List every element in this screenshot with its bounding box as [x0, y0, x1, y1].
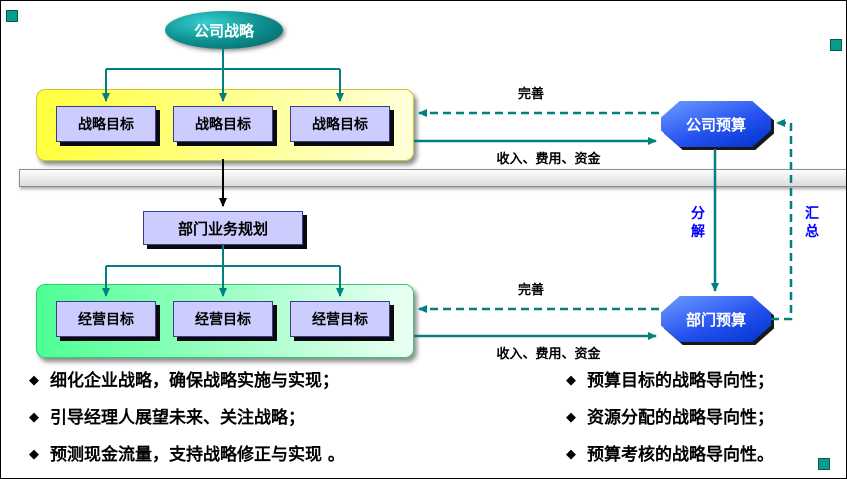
label-revenue-bottom: 收入、费用、资金 — [496, 347, 601, 362]
bullet-text: 资源分配的战略导向性； — [587, 408, 774, 428]
decoration-square-right — [830, 39, 842, 51]
dept-business-plan-box: 部门业务规划 — [143, 211, 303, 245]
bullet-text: 预测现金流量，支持战略修正与实现 。 — [50, 445, 345, 465]
bullet-item: ◆ 引导经理人展望未来、关注战略； — [29, 407, 557, 429]
bullet-text: 预算考核的战略导向性。 — [587, 445, 774, 465]
bullet-list-left: ◆ 细化企业战略，确保战略实施与实现； ◆ 引导经理人展望未来、关注战略； ◆ … — [29, 370, 557, 478]
company-budget-label: 公司预算 — [661, 101, 771, 147]
operating-goal-box: 经营目标 — [56, 301, 156, 337]
bullet-item: ◆ 预算考核的战略导向性。 — [566, 444, 844, 466]
strategic-goal-box: 战略目标 — [56, 106, 156, 142]
diamond-bullet-icon: ◆ — [566, 373, 576, 388]
label-improve-bottom: 完善 — [517, 283, 544, 298]
diamond-bullet-icon: ◆ — [29, 373, 39, 388]
bullet-text: 细化企业战略，确保战略实施与实现； — [50, 371, 339, 391]
diamond-bullet-icon: ◆ — [29, 447, 39, 462]
label-revenue-top: 收入、费用、资金 — [496, 152, 601, 167]
bullet-text: 预算目标的战略导向性； — [587, 371, 774, 391]
strategic-goal-box: 战略目标 — [173, 106, 273, 142]
strategic-goal-box: 战略目标 — [290, 106, 390, 142]
bullet-item: ◆ 细化企业战略，确保战略实施与实现； — [29, 370, 557, 392]
dept-budget-label: 部门预算 — [661, 296, 771, 342]
bullet-list-right: ◆ 预算目标的战略导向性； ◆ 资源分配的战略导向性； ◆ 预算考核的战略导向性… — [566, 370, 844, 478]
diamond-bullet-icon: ◆ — [566, 447, 576, 462]
bullet-item: ◆ 资源分配的战略导向性； — [566, 407, 844, 429]
decoration-square-bottom-right — [818, 458, 830, 470]
bullet-item: ◆ 预算目标的战略导向性； — [566, 370, 844, 392]
company-strategy-node: 公司战略 — [165, 11, 283, 49]
divider-bar — [19, 169, 846, 187]
bullet-item: ◆ 预测现金流量，支持战略修正与实现 。 — [29, 444, 557, 466]
operating-goal-box: 经营目标 — [173, 301, 273, 337]
operating-goal-box: 经营目标 — [290, 301, 390, 337]
bullet-text: 引导经理人展望未来、关注战略； — [50, 408, 305, 428]
label-aggregate: 汇总 — [805, 206, 819, 241]
label-improve-top: 完善 — [517, 87, 544, 102]
decoration-square-top-left — [6, 10, 18, 22]
diamond-bullet-icon: ◆ — [29, 410, 39, 425]
company-budget-node: 公司预算 — [661, 101, 771, 147]
diamond-bullet-icon: ◆ — [566, 410, 576, 425]
label-decompose: 分解 — [691, 206, 705, 241]
dept-budget-node: 部门预算 — [661, 296, 771, 342]
